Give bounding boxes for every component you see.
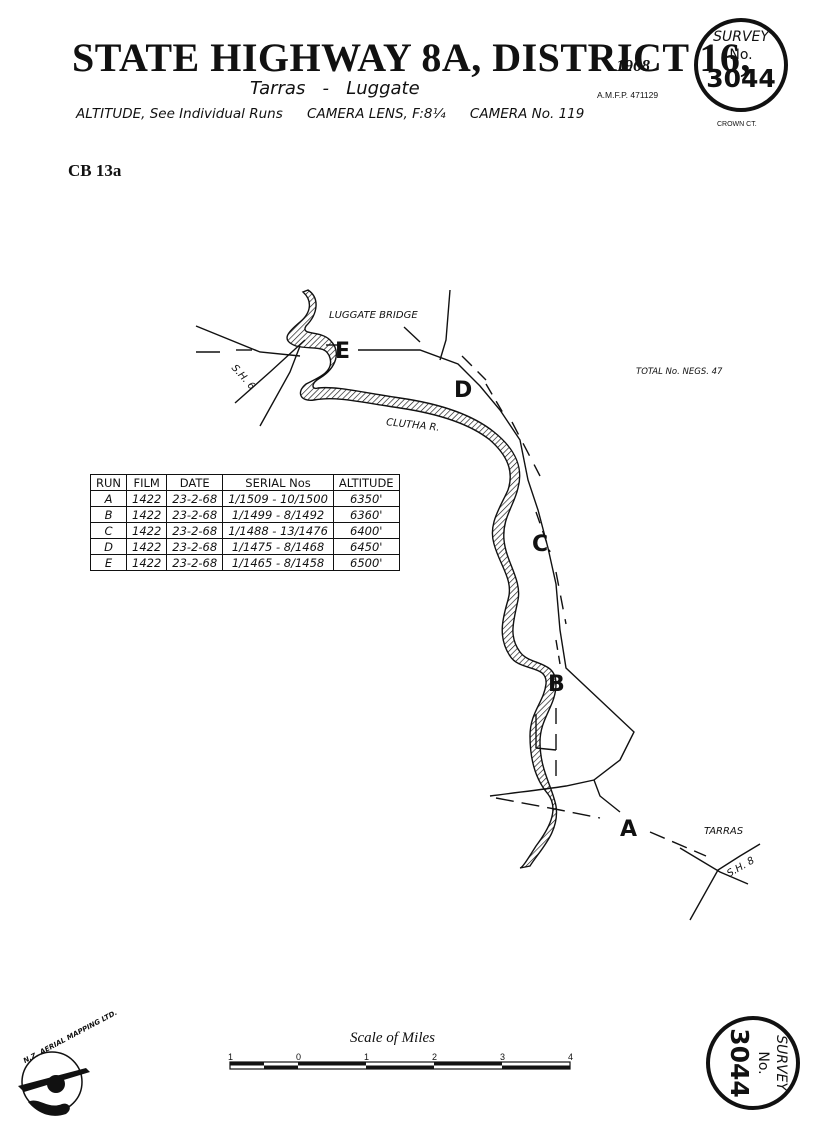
route-from: Tarras [250, 78, 306, 99]
cell-run: A [89, 490, 128, 507]
stamp-no-label: No. [729, 47, 753, 63]
run-table-header: RUN FILM DATE SERIAL Nos ALTITUDE [89, 474, 400, 491]
cell-film: 1422 [126, 506, 168, 523]
run-a-marker: A [620, 817, 638, 842]
route-line: Tarras - Luggate [250, 78, 420, 99]
header-film: FILM [126, 474, 168, 491]
cell-film: 1422 [126, 490, 168, 507]
title-year: 1968 [616, 56, 650, 75]
cell-date: 23-2-68 [166, 522, 224, 539]
cell-date: 23-2-68 [166, 490, 224, 507]
scale-tick: 0 [296, 1052, 302, 1062]
cell-altitude: 6400' [332, 522, 400, 539]
cell-run: B [89, 506, 128, 523]
cell-serial: 1/1465 - 8/1458 [222, 554, 334, 571]
header-date: DATE [166, 474, 224, 491]
route-to: Luggate [346, 78, 420, 99]
scale-tick: 3 [500, 1052, 506, 1062]
header-altitude: ALTITUDE [332, 474, 400, 491]
run-table: RUN FILM DATE SERIAL Nos ALTITUDE A 1422… [89, 474, 400, 571]
cell-altitude: 6360' [332, 506, 400, 523]
header-run: RUN [89, 474, 128, 491]
camera-number: CAMERA No. 119 [469, 106, 585, 122]
map-title: STATE HIGHWAY 8A, DISTRICT 16, [72, 35, 751, 80]
cell-run: C [89, 522, 128, 539]
table-row: D 1422 23-2-68 1/1475 - 8/1468 6450' [89, 538, 400, 555]
route-separator: - [322, 78, 330, 99]
run-c-marker: C [532, 532, 549, 557]
cell-date: 23-2-68 [166, 554, 224, 571]
cell-serial: 1/1488 - 13/1476 [222, 522, 334, 539]
run-d-marker: D [454, 378, 473, 403]
scale-bar [229, 1061, 571, 1070]
header-serial: SERIAL Nos [222, 474, 334, 491]
clutha-river [286, 289, 558, 869]
cell-date: 23-2-68 [166, 506, 224, 523]
scale-tick: 2 [432, 1052, 438, 1062]
flight-info-line: ALTITUDE, See Individual Runs CAMERA LEN… [76, 106, 604, 122]
scale-title: Scale of Miles [350, 1030, 435, 1046]
table-row: A 1422 23-2-68 1/1509 - 10/1500 6350' [89, 490, 400, 507]
luggate-bridge-label: LUGGATE BRIDGE [329, 310, 418, 321]
stamp-survey-label: SURVEY [713, 29, 769, 45]
run-b-marker: B [548, 672, 565, 697]
camera-lens: CAMERA LENS, F:8¼ [307, 106, 446, 122]
cell-film: 1422 [126, 538, 168, 555]
cell-date: 23-2-68 [166, 538, 224, 555]
crown-copyright: CROWN CT. [717, 121, 757, 128]
scale-tick: 1 [364, 1052, 370, 1062]
cell-serial: 1/1475 - 8/1468 [222, 538, 334, 555]
cell-film: 1422 [126, 554, 168, 571]
survey-stamp-top: SURVEY No. 3044 [694, 18, 788, 112]
run-e-marker: E [335, 339, 351, 364]
cell-run: E [89, 554, 128, 571]
cell-altitude: 6500' [332, 554, 400, 571]
scale-tick: 4 [568, 1052, 574, 1062]
cell-film: 1422 [126, 522, 168, 539]
cell-altitude: 6450' [332, 538, 400, 555]
scale-tick: 1 [228, 1052, 234, 1062]
roads [195, 289, 761, 921]
total-negs-label: TOTAL No. NEGS. 47 [636, 367, 723, 377]
amfp-number: A.M.F.P. 471129 [597, 90, 659, 100]
table-row: E 1422 23-2-68 1/1465 - 8/1458 6500' [89, 554, 400, 571]
cell-serial: 1/1499 - 8/1492 [222, 506, 334, 523]
nz-aerial-mapping-logo [18, 1051, 90, 1116]
altitude-note: ALTITUDE, See Individual Runs [76, 106, 283, 122]
table-row: B 1422 23-2-68 1/1499 - 8/1492 6360' [89, 506, 400, 523]
cell-run: D [89, 538, 128, 555]
cell-altitude: 6350' [332, 490, 400, 507]
cb-label: CB 13a [68, 161, 122, 180]
table-row: C 1422 23-2-68 1/1488 - 13/1476 6400' [89, 522, 400, 539]
cell-serial: 1/1509 - 10/1500 [222, 490, 334, 507]
tarras-label: TARRAS [704, 826, 744, 837]
stamp-number: 3044 [706, 64, 776, 93]
